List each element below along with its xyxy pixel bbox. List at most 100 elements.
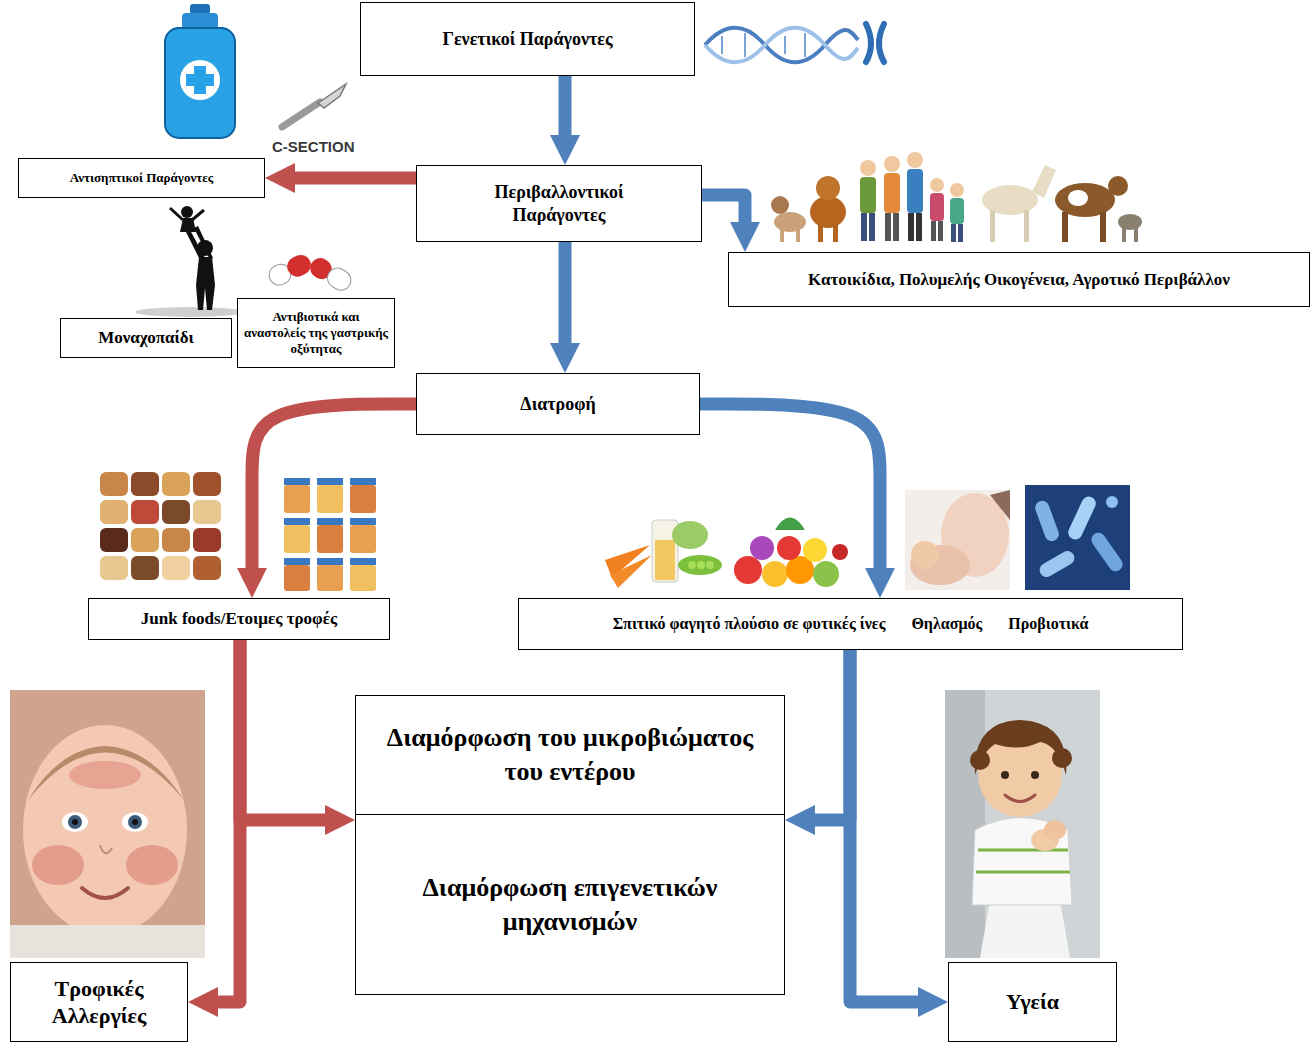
allergic-baby-photo — [100, 845, 112, 853]
dna-icon — [705, 28, 858, 63]
healthy-child-photo — [1005, 795, 1035, 802]
factor-box: Αντιβιοτικά και αναστολείς της γαστρικής… — [237, 298, 395, 368]
box-label: Υγεία — [1006, 988, 1059, 1016]
baby-food-jars-illustration — [317, 525, 343, 553]
vegetables-illustration — [672, 521, 708, 549]
baby-food-jars-illustration — [284, 478, 310, 485]
baby-food-jars-illustration — [284, 565, 310, 591]
dna-icon — [866, 24, 871, 62]
farm-animals-illustration — [1108, 176, 1128, 196]
vegetables-illustration — [605, 520, 722, 588]
pets-illustration — [774, 212, 806, 232]
family-illustration — [930, 178, 944, 192]
family-illustration — [950, 198, 964, 224]
scalpel-icon — [282, 84, 346, 127]
mechanism-text: Διαμόρφωση επιγενετικών μηχανισμών — [356, 814, 784, 994]
baby-food-jars-illustration — [317, 478, 343, 485]
family-illustration — [884, 156, 900, 172]
pets-illustration — [796, 228, 800, 242]
baby-food-jars-illustration — [350, 518, 376, 525]
pets-illustration — [833, 224, 838, 242]
healthy-child-photo — [1044, 820, 1066, 840]
fruits-illustration — [777, 536, 801, 560]
single-child-silhouette — [181, 206, 193, 218]
factor-box: Κατοικίδια, Πολυμελής Οικογένεια, Αγροτι… — [728, 252, 1310, 307]
flow-arrow — [252, 404, 416, 578]
outcome-box: Υγεία — [948, 962, 1117, 1042]
family-illustration — [861, 213, 867, 241]
breastfeeding-illustration — [911, 541, 939, 569]
fruits-illustration — [813, 561, 839, 587]
flow-arrow — [850, 650, 928, 1002]
farm-animals-illustration — [1055, 183, 1115, 217]
junk-food-illustration — [162, 472, 190, 496]
mechanism-text: Διαμόρφωση του μικροβιώματος του εντέρου — [356, 696, 784, 814]
healthy-child-photo — [945, 690, 985, 958]
family-illustration — [908, 213, 914, 241]
factor-box: Αντισηπτικοί Παράγοντες — [18, 158, 265, 198]
box-label: Θηλασμός — [911, 614, 982, 634]
single-child-silhouette — [194, 226, 213, 260]
factor-box: Μοναχοπαίδι — [60, 318, 232, 358]
factor-box: Γενετικοί Παράγοντες — [360, 2, 695, 76]
farm-animals-illustration — [1134, 228, 1138, 242]
pets-illustration — [816, 176, 840, 200]
junk-food-illustration — [100, 528, 128, 552]
family-illustration — [885, 213, 891, 241]
farm-animals-illustration — [1118, 214, 1142, 230]
healthy-child-photo — [978, 849, 1068, 852]
family-illustration — [907, 169, 923, 213]
dna-icon — [744, 33, 746, 57]
fruits-illustration — [832, 544, 848, 560]
family-illustration — [884, 173, 900, 213]
outcome-box: Τροφικές Αλλεργίες — [10, 962, 188, 1042]
healthy-child-photo — [1031, 771, 1039, 779]
pets-illustration — [771, 176, 846, 242]
healthy-child-photo — [945, 690, 1100, 958]
healthy-child-photo — [1052, 748, 1072, 768]
flow-arrow — [285, 172, 416, 185]
allergic-baby-photo — [82, 888, 128, 898]
farm-animals-illustration — [1032, 165, 1056, 198]
junk-food-illustration — [100, 500, 128, 524]
junk-food-illustration — [193, 472, 221, 496]
baby-food-jars-illustration — [317, 485, 343, 513]
baby-food-jars-illustration — [317, 518, 343, 525]
baby-food-jars-illustration — [350, 525, 376, 553]
flow-arrow — [700, 404, 880, 578]
pills-icon — [266, 252, 314, 289]
scalpel-icon — [282, 102, 320, 127]
farm-animals-illustration — [982, 165, 1142, 242]
dna-icon — [705, 28, 858, 63]
family-illustration — [907, 152, 923, 168]
family-illustration — [930, 193, 944, 221]
fruits-illustration — [734, 556, 762, 584]
junk-food-illustration — [131, 528, 159, 552]
baby-food-jars-illustration — [284, 518, 310, 525]
box-label: Κατοικίδια, Πολυμελής Οικογένεια, Αγροτι… — [808, 269, 1230, 290]
box-label: Σπιτικό φαγητό πλούσιο σε φυτικές ίνες — [613, 614, 886, 634]
allergic-baby-photo — [122, 812, 148, 832]
breastfeeding-illustration — [905, 490, 1010, 590]
junk-food-illustration — [193, 528, 221, 552]
vegetables-illustration — [697, 561, 705, 569]
antiseptic-bottle — [165, 28, 235, 138]
allergic-baby-photo — [32, 845, 84, 885]
allergic-baby-photo — [62, 812, 88, 832]
scalpel-icon — [318, 84, 346, 108]
flow-arrow — [559, 242, 572, 353]
box-label: Αντισηπτικοί Παράγοντες — [70, 170, 213, 186]
flow-arrow — [805, 650, 850, 820]
pets-illustration — [771, 196, 789, 214]
family-illustration — [893, 213, 899, 241]
baby-food-jars-illustration — [350, 565, 376, 591]
diet-option-box: Σπιτικό φαγητό πλούσιο σε φυτικές ίνες Θη… — [518, 598, 1183, 650]
allergic-baby-photo — [10, 925, 205, 958]
probiotics-illustration — [1025, 485, 1130, 590]
single-child-silhouette — [186, 230, 205, 260]
box-label: Αντιβιοτικά και αναστολείς της γαστρικής… — [243, 309, 389, 358]
pills-icon — [284, 252, 314, 280]
dna-icon — [721, 36, 723, 54]
healthy-child-photo — [980, 900, 1070, 958]
